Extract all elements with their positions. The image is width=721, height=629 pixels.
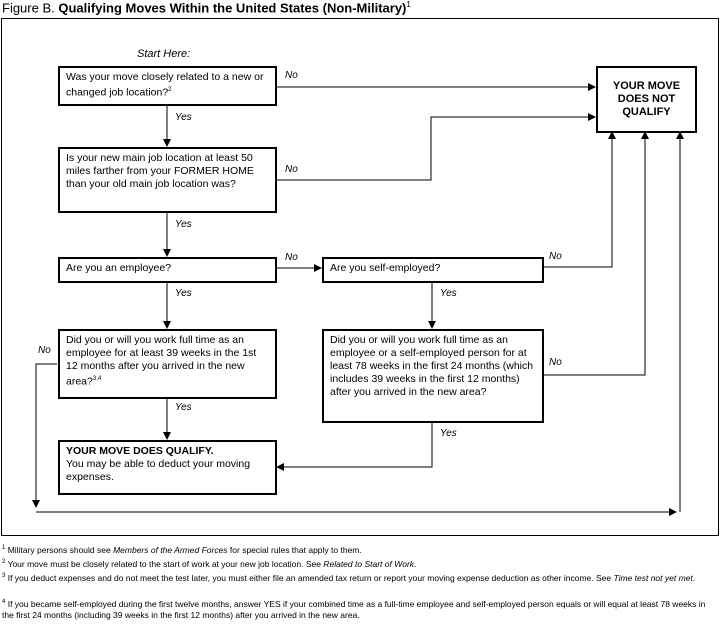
result-qualifies: YOUR MOVE DOES QUALIFY. You may be able … bbox=[58, 440, 277, 495]
footnote-text: If you deduct expenses and do not meet t… bbox=[7, 572, 614, 583]
start-here-label: Start Here: bbox=[137, 48, 191, 60]
result-qualifies-text: You may be able to deduct your moving ex… bbox=[66, 458, 251, 483]
footnote-ref-3-4: 3,4 bbox=[92, 376, 102, 382]
title-footnote-ref: 1 bbox=[406, 0, 411, 9]
footnote-2: 2 Your move must be closely related to t… bbox=[2, 557, 718, 570]
footnote-emphasis: Members of the Armed Forces bbox=[113, 544, 228, 555]
figure-title: Figure B. Qualifying Moves Within the Un… bbox=[2, 0, 411, 15]
question-distance-test: Is your new main job location at least 5… bbox=[58, 147, 277, 213]
question-employee: Are you an employee? bbox=[58, 257, 277, 283]
footnote-3: 3 If you deduct expenses and do not meet… bbox=[2, 571, 718, 584]
edge-label-yes: Yes bbox=[175, 402, 192, 413]
footnote-text-end: . bbox=[414, 558, 417, 569]
footnote-text-end: . bbox=[692, 572, 696, 583]
footnote-1: 1 Military persons should see Members of… bbox=[2, 543, 718, 556]
edge-label-no: No bbox=[285, 252, 298, 263]
question-job-location-text: Was your move closely related to a new o… bbox=[66, 71, 264, 99]
arrow-q6-nq bbox=[543, 131, 649, 376]
edge-label-no: No bbox=[549, 251, 562, 262]
edge-label-no: No bbox=[38, 345, 51, 356]
flowchart-frame bbox=[1, 18, 719, 536]
edge-label-yes: Yes bbox=[175, 112, 192, 123]
result-qualifies-title: YOUR MOVE DOES QUALIFY. bbox=[66, 445, 214, 457]
question-job-location: Was your move closely related to a new o… bbox=[58, 66, 277, 106]
footnote-text-end: for special rules that apply to them. bbox=[227, 544, 362, 555]
question-78-weeks-text: Did you or will you work full time as an… bbox=[330, 334, 534, 398]
footnote-number: 1 bbox=[2, 545, 6, 551]
footnote-text: Military persons should see bbox=[7, 544, 114, 555]
edge-label-yes: Yes bbox=[440, 288, 457, 299]
result-not-qualify: YOUR MOVE DOES NOT QUALIFY bbox=[596, 66, 697, 133]
edge-label-yes: Yes bbox=[175, 288, 192, 299]
footnote-number: 2 bbox=[2, 559, 6, 565]
question-39-weeks-text: Did you or will you work full time as an… bbox=[66, 334, 257, 388]
footnote-4: 4 If you became self-employed during the… bbox=[2, 597, 718, 621]
question-employee-text: Are you an employee? bbox=[66, 262, 172, 274]
arrow-q4-nq bbox=[543, 131, 616, 268]
footnote-emphasis: Time test not yet met bbox=[613, 572, 693, 583]
question-self-employed: Are you self-employed? bbox=[322, 257, 544, 283]
footnote-number: 4 bbox=[2, 599, 6, 605]
footnote-number: 3 bbox=[2, 573, 6, 579]
footnote-text: If you became self-employed during the f… bbox=[2, 598, 706, 620]
figure-title-text: Qualifying Moves Within the United State… bbox=[58, 0, 407, 16]
question-39-weeks: Did you or will you work full time as an… bbox=[58, 329, 277, 399]
question-self-employed-text: Are you self-employed? bbox=[330, 262, 441, 274]
edge-label-no: No bbox=[549, 357, 562, 368]
result-not-qualify-text: YOUR MOVE DOES NOT QUALIFY bbox=[612, 80, 681, 118]
footnote-ref-2: 2 bbox=[168, 87, 172, 93]
arrow-q6-qualify bbox=[276, 422, 433, 471]
question-78-weeks: Did you or will you work full time as an… bbox=[322, 329, 544, 423]
arrow-q5-no bbox=[32, 363, 57, 508]
footnote-text: Your move must be closely related to the… bbox=[7, 558, 324, 569]
figure-label: Figure B. bbox=[2, 0, 55, 16]
footnote-emphasis: Related to Start of Work bbox=[323, 558, 415, 569]
edge-label-no: No bbox=[285, 70, 298, 81]
edge-label-no: No bbox=[285, 164, 298, 175]
arrow-q2-nq bbox=[276, 113, 596, 181]
edge-label-yes: Yes bbox=[440, 428, 457, 439]
question-distance-test-text: Is your new main job location at least 5… bbox=[66, 152, 254, 190]
edge-label-yes: Yes bbox=[175, 219, 192, 230]
